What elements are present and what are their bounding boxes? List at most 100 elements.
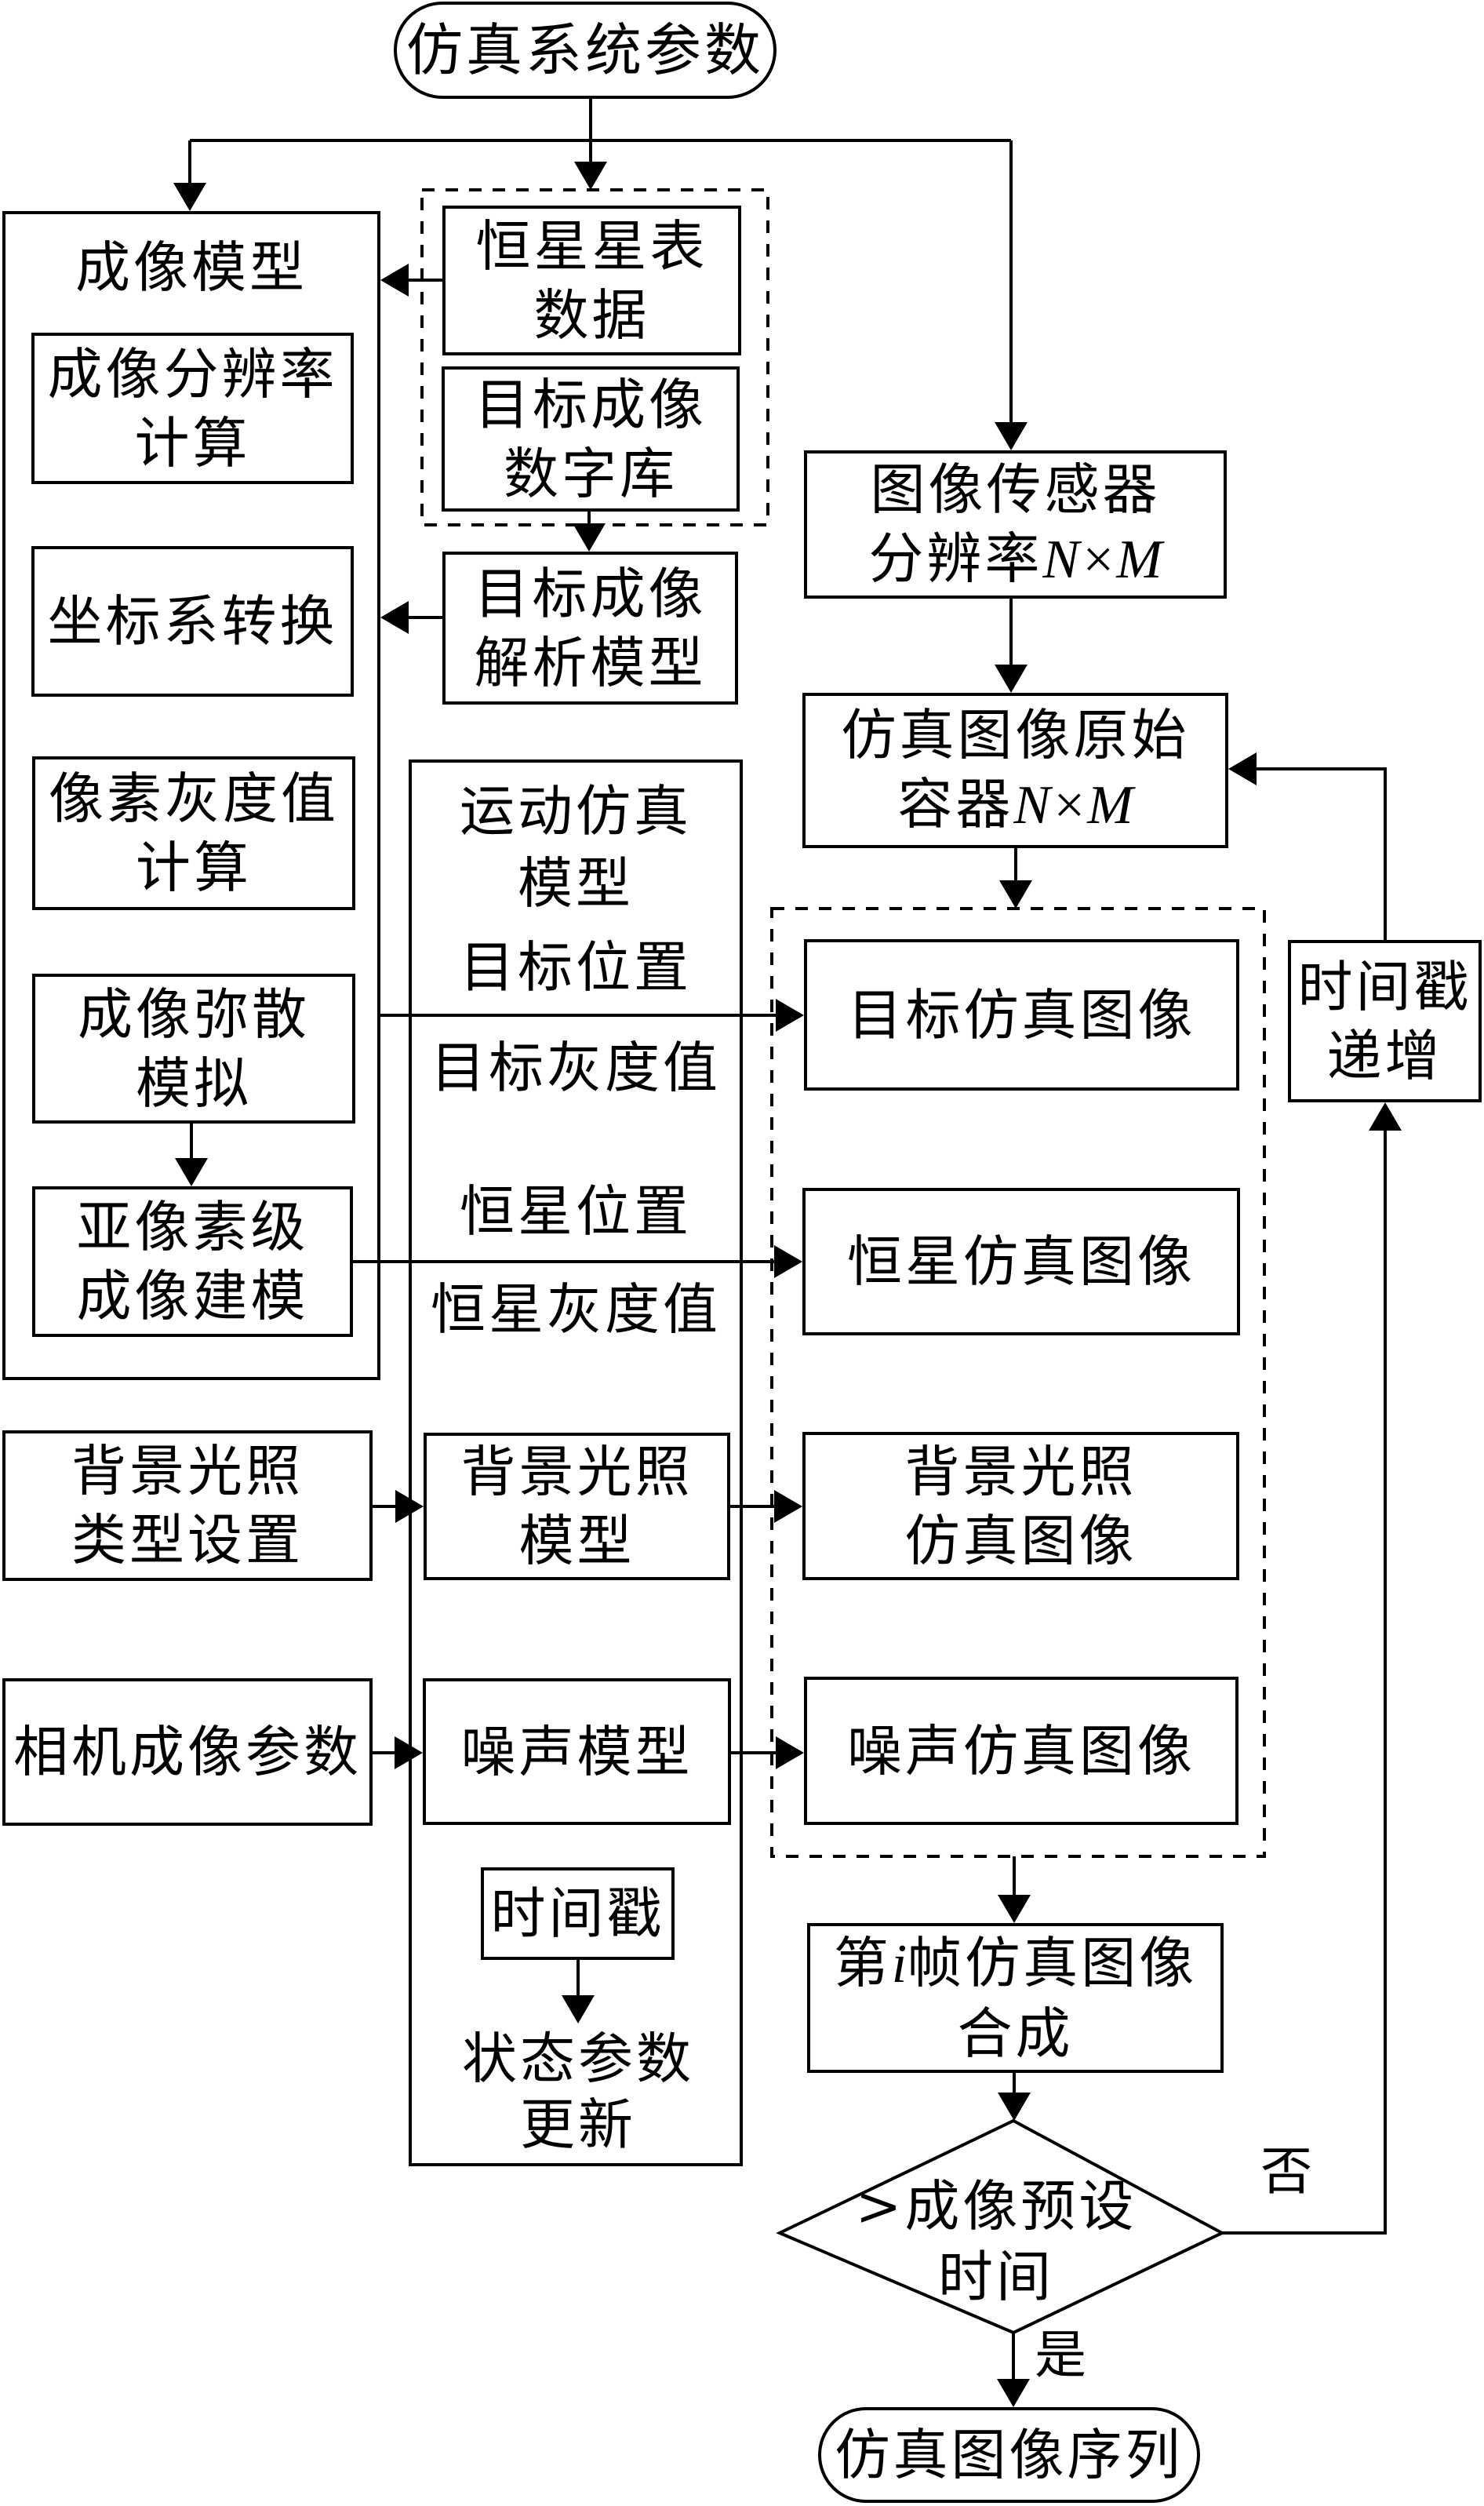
star-sim-image-line-1: 恒星仿真图像	[847, 1229, 1195, 1294]
raw-container-text: 容器	[897, 772, 1014, 836]
target-analysis-model-line-2: 解析模型	[474, 630, 707, 695]
output-star-position: 恒星位置	[409, 1177, 743, 1246]
imaging-model-group	[2, 211, 380, 1380]
arrow-to-imaging-model-arrowhead-icon	[173, 183, 206, 211]
arrow-subpixel-to-star-image-arrowhead-icon	[774, 1245, 802, 1278]
star-sim-image-box: 恒星仿真图像	[802, 1188, 1240, 1335]
decision-diamond	[776, 2118, 1226, 2335]
subpixel-modeling-line-2: 成像建模	[76, 1264, 309, 1328]
decision-line-2: 时间	[938, 2245, 1054, 2309]
background-sim-image-line-1: 背景光照	[904, 1439, 1137, 1504]
raw-container-line-2: 容器N×M	[897, 770, 1133, 840]
star-catalog-line-1: 恒星星表	[475, 213, 708, 279]
decision-line-1: >成像预设	[855, 2174, 1137, 2238]
raw-container-math: N×M	[1013, 775, 1133, 836]
camera-params-line-1: 相机成像参数	[13, 1720, 362, 1784]
timestamp-box: 时间戳	[481, 1867, 675, 1960]
arrow-decision-no-to-timestamp-increment-arrowhead-icon	[1369, 1102, 1402, 1131]
start-label: 仿真系统参数	[406, 17, 764, 83]
coordinate-transform-line-1: 坐标系转换	[47, 589, 338, 654]
target-sim-image-box: 目标仿真图像	[804, 939, 1239, 1091]
frame-synthesis-prefix: 第	[833, 1930, 892, 1995]
output-target-position-text: 目标位置	[460, 935, 692, 1000]
motion-model-title-line-2: 模型	[518, 851, 634, 916]
motion-model-title: 运动仿真 模型	[409, 775, 743, 920]
resolution-calc-box: 成像分辨率 计算	[31, 333, 354, 484]
decision-label: >成像预设 时间	[784, 2171, 1208, 2312]
start-terminal: 仿真系统参数	[394, 2, 777, 99]
background-sim-image-box: 背景光照 仿真图像	[802, 1432, 1239, 1580]
imaging-model-title-text: 成像模型	[75, 235, 307, 300]
noise-model-box: 噪声模型	[423, 1678, 731, 1825]
sim-images-dashed-group	[770, 907, 1266, 1858]
dispersion-sim-line-1: 成像弥散	[78, 982, 310, 1047]
arrow-to-image-sensor-arrowhead-icon	[995, 422, 1028, 450]
frame-synthesis-line-2: 合成	[957, 2001, 1074, 2066]
background-type-line-1: 背景光照	[71, 1439, 304, 1503]
decision-no-text: 否	[1260, 2141, 1315, 2202]
image-sensor-box: 图像传感器 分辨率N×M	[804, 450, 1227, 599]
target-database-line-1: 目标成像	[475, 372, 707, 437]
arrow-analysis-model-to-imaging-model-arrowhead-icon	[380, 601, 409, 634]
arrow-database-to-analysis-model-arrowhead-icon	[573, 523, 606, 552]
arrow-decision-yes-to-sequence-arrowhead-icon	[997, 2379, 1030, 2407]
end-label: 仿真图像序列	[835, 2423, 1184, 2487]
arrow-noise-model-to-noise-image-arrowhead-icon	[776, 1736, 804, 1769]
camera-params-box: 相机成像参数	[2, 1678, 373, 1826]
end-terminal: 仿真图像序列	[818, 2407, 1200, 2503]
target-analysis-model-box: 目标成像 解析模型	[442, 552, 738, 705]
background-model-line-1: 背景光照	[460, 1440, 693, 1504]
arrow-timestamp-increment-to-container	[1253, 767, 1387, 940]
raw-container-line-1: 仿真图像原始	[841, 703, 1190, 767]
arrow-imaging-model-to-target-image-arrowhead-icon	[776, 999, 804, 1032]
arrow-bg-type-to-bg-model-arrowhead-icon	[395, 1490, 424, 1523]
frame-synthesis-line-1: 第i帧仿真图像	[834, 1929, 1197, 1999]
target-analysis-model-line-1: 目标成像	[474, 561, 707, 626]
gray-value-calc-line-1: 像素灰度值	[49, 767, 339, 831]
arrow-sim-images-to-frame-synthesis-arrowhead-icon	[998, 1895, 1031, 1923]
raw-container-box: 仿真图像原始 容器N×M	[802, 693, 1228, 848]
state-update-line-2: 更新	[520, 2093, 636, 2157]
background-model-line-2: 模型	[518, 1509, 635, 1573]
arrow-camera-to-noise-model-arrowhead-icon	[395, 1736, 423, 1769]
frame-index-variable: i	[891, 1933, 907, 1994]
star-catalog-box: 恒星星表 数据	[442, 206, 741, 355]
arrow-to-data-sources-arrowhead-icon	[574, 162, 607, 190]
noise-sim-image-line-1: 噪声仿真图像	[847, 1718, 1195, 1783]
state-update-line-1: 状态参数	[462, 2027, 694, 2091]
data-sources-dashed-group	[420, 188, 769, 526]
noise-model-line-1: 噪声模型	[460, 1719, 693, 1784]
gray-value-calc-box: 像素灰度值 计算	[32, 756, 355, 910]
background-model-box: 背景光照 模型	[424, 1433, 730, 1580]
arrow-timestamp-to-state-update-arrowhead-icon	[562, 1995, 595, 2023]
target-database-line-2: 数字库	[504, 441, 678, 506]
motion-model-group	[409, 759, 743, 2166]
image-sensor-resolution-text: 分辨率	[868, 526, 1043, 591]
subpixel-modeling-box: 亚像素级 成像建模	[32, 1186, 353, 1337]
output-star-gray-value: 恒星灰度值	[409, 1275, 743, 1344]
decision-yes-label: 是	[1029, 2321, 1095, 2390]
decision-no-label: 否	[1255, 2137, 1321, 2206]
output-target-position: 目标位置	[409, 933, 743, 1002]
timestamp-increment-line-2: 递增	[1326, 1023, 1443, 1088]
output-star-position-text: 恒星位置	[460, 1179, 692, 1244]
frame-synthesis-box: 第i帧仿真图像 合成	[807, 1923, 1224, 2073]
state-update-label: 状态参数 更新	[409, 2026, 747, 2158]
coordinate-transform-box: 坐标系转换	[31, 546, 354, 697]
output-star-gray-value-text: 恒星灰度值	[431, 1277, 721, 1342]
arrow-dispersion-to-subpixel-arrowhead-icon	[175, 1158, 208, 1186]
timestamp-line-1: 时间戳	[490, 1881, 665, 1946]
gray-value-calc-line-2: 计算	[136, 836, 252, 900]
output-target-gray-value-text: 目标灰度值	[431, 1036, 721, 1100]
background-type-line-2: 类型设置	[71, 1508, 304, 1572]
noise-sim-image-box: 噪声仿真图像	[804, 1677, 1238, 1825]
background-sim-image-line-2: 仿真图像	[904, 1508, 1137, 1573]
arrow-decision-no-to-timestamp-increment	[1222, 1127, 1387, 2235]
background-type-box: 背景光照 类型设置	[2, 1430, 373, 1581]
output-target-gray-value: 目标灰度值	[409, 1033, 743, 1102]
frame-synthesis-suffix: 帧仿真图像	[907, 1930, 1198, 1995]
resolution-calc-line-1: 成像分辨率	[47, 341, 338, 406]
arrow-container-to-sim-images-arrowhead-icon	[999, 880, 1032, 909]
